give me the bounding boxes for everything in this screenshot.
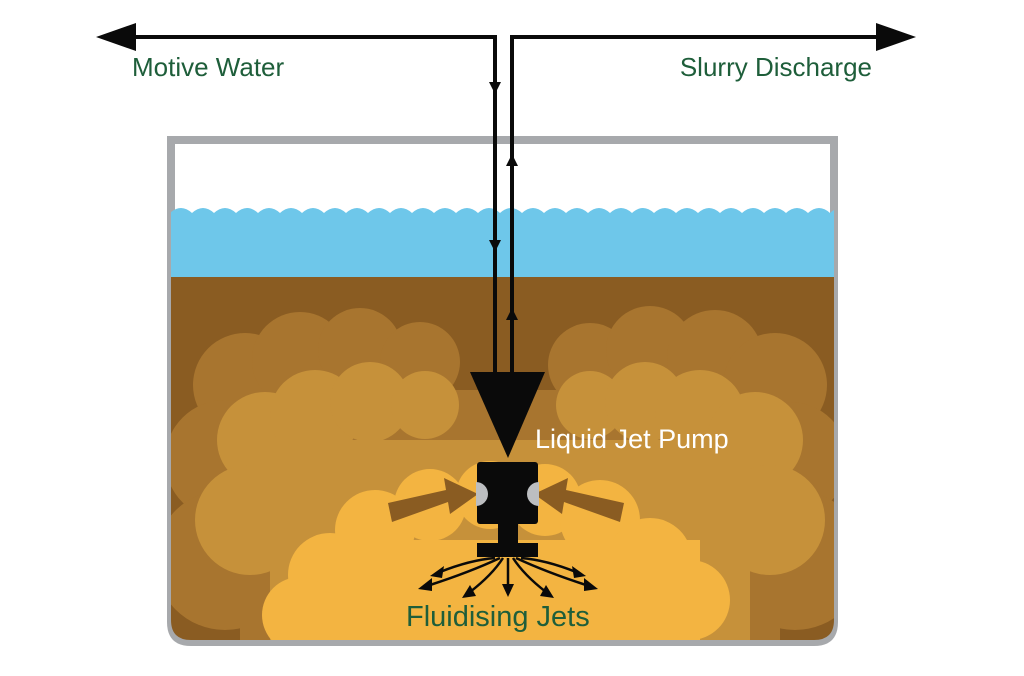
slurry-discharge-arrowhead [876, 23, 916, 51]
fluidising-jet-arrowheads [418, 566, 598, 598]
motive-water-pipe [120, 35, 497, 382]
fluidising-jets-label: Fluidising Jets [406, 601, 590, 633]
pump-body [477, 462, 538, 524]
motive-water-label: Motive Water [132, 52, 285, 82]
pipe-flow-arrows [489, 82, 518, 320]
liquid-jet-pump-label: Liquid Jet Pump [535, 424, 729, 454]
slurry-discharge-pipe [510, 35, 885, 382]
liquid-jet-pump [470, 372, 545, 557]
fluidising-jet-arrows [429, 556, 587, 593]
intake-arrow-left [388, 478, 478, 522]
pump-inlets [476, 482, 539, 506]
down-arrow-icon [489, 82, 501, 94]
motive-water-arrowhead [96, 23, 136, 51]
pump-nozzle-plate [477, 543, 538, 557]
slurry-discharge-label: Slurry Discharge [680, 52, 872, 82]
pump-stem [498, 524, 518, 546]
pipes [120, 35, 885, 382]
down-arrow-icon [489, 240, 501, 252]
pump-cone [470, 372, 545, 458]
intake-arrow-right [534, 478, 624, 522]
up-arrow-icon [506, 308, 518, 320]
up-arrow-icon [506, 154, 518, 166]
